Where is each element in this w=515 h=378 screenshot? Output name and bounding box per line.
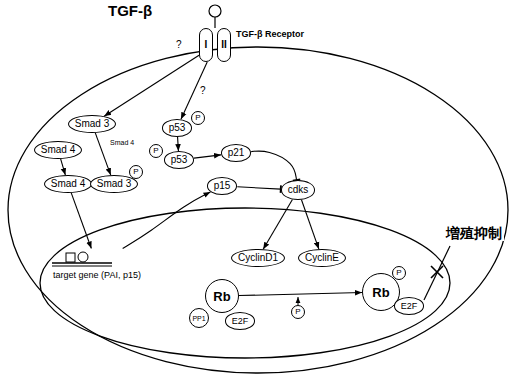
block-cross xyxy=(431,266,443,278)
arrow-connector xyxy=(177,137,179,151)
protein-oval: p21 xyxy=(221,144,252,162)
effect-label: 増殖抑制 xyxy=(444,225,504,241)
node-text: Smad 4 xyxy=(41,145,75,155)
promoter-symbol xyxy=(66,253,75,262)
node-text: II xyxy=(217,28,231,62)
arrow-connector xyxy=(301,200,318,249)
protein-oval: Smad 4 xyxy=(44,175,92,193)
arrow-connector xyxy=(123,192,211,249)
block-cross xyxy=(431,266,443,278)
node-text: cdks xyxy=(288,185,309,195)
node-text: p53 xyxy=(171,155,188,165)
node-text: p15 xyxy=(214,181,231,191)
node-text: Smad 3 xyxy=(75,119,109,129)
node-text: target gene (PAI, p15) xyxy=(53,271,141,280)
node-text: CyclinD1 xyxy=(238,253,278,263)
node-text: E2F xyxy=(232,317,249,326)
protein-oval: cdks xyxy=(281,180,316,200)
receptor: III xyxy=(199,28,231,62)
arrow-connector xyxy=(263,199,292,249)
node-text: Smad 4 xyxy=(51,179,85,189)
phosphatase-circle: PP1 xyxy=(189,308,209,328)
node-text: I xyxy=(199,28,213,62)
protein-oval: Smad 4 xyxy=(34,141,82,159)
protein-oval: p15 xyxy=(207,177,238,195)
dna-strand xyxy=(52,266,112,267)
rb-circle: Rb xyxy=(205,279,239,313)
node-text: P xyxy=(153,147,158,155)
target-gene: target gene (PAI, p15) xyxy=(50,249,144,280)
question-mark: ? xyxy=(176,40,182,50)
node-text: P xyxy=(295,308,300,316)
ligand-stalk xyxy=(214,17,215,28)
phosphate-circle: P xyxy=(191,111,205,125)
node-text: Smad 3 xyxy=(97,179,131,189)
node-text: P xyxy=(195,114,200,122)
arrow-connector xyxy=(104,55,199,116)
node-text: Rb xyxy=(372,286,389,299)
arrow-connector xyxy=(61,159,66,175)
node-text: Rb xyxy=(213,290,230,303)
node-text: CyclinE xyxy=(305,253,339,263)
receptor-label: TGF-β Receptor xyxy=(236,30,304,39)
ligand-label: TGF-β xyxy=(108,3,152,18)
phosphate-circle: P xyxy=(149,144,163,158)
node-text: E2F xyxy=(401,302,418,311)
node-text: PP1 xyxy=(192,315,205,322)
arrow-connector xyxy=(71,193,91,249)
inhibition-line xyxy=(237,187,281,189)
small-label: Smad 4 xyxy=(110,139,134,146)
dna-strand xyxy=(52,262,112,264)
phosphate-circle: P xyxy=(291,305,305,319)
arrow-connector xyxy=(194,155,221,158)
ligand-circle xyxy=(209,5,221,17)
cell-membrane xyxy=(8,47,508,373)
question-mark: ? xyxy=(200,86,206,96)
node-text: P xyxy=(133,168,138,176)
protein-oval: Smad 3 xyxy=(90,175,138,193)
node-text: P xyxy=(396,269,401,277)
promoter-symbol xyxy=(78,252,88,262)
arrow-connector xyxy=(95,133,110,175)
protein-oval: CyclinD1 xyxy=(231,249,285,267)
protein-oval: E2F xyxy=(394,297,425,315)
node-text: p21 xyxy=(228,148,245,158)
protein-oval: p53 xyxy=(164,151,195,169)
protein-oval: E2F xyxy=(225,312,256,330)
protein-oval: Smad 3 xyxy=(68,115,116,133)
node-text: p53 xyxy=(169,123,186,133)
inhibition-line xyxy=(251,151,296,180)
nucleus-membrane xyxy=(40,208,450,358)
protein-oval: p53 xyxy=(162,119,193,137)
protein-oval: CyclinE xyxy=(298,249,346,267)
phosphorylation-arrow xyxy=(298,297,299,305)
block-line xyxy=(424,246,450,300)
arrow-connector xyxy=(239,292,362,295)
